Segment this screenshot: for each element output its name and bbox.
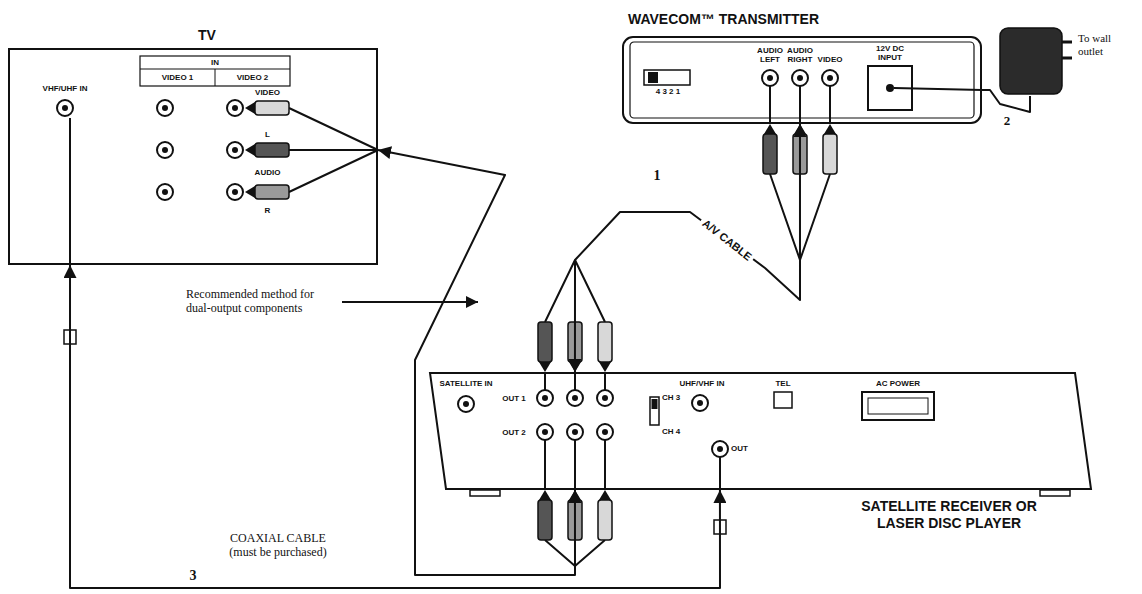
channel-switch [650, 397, 659, 425]
receiver-box: SATELLITE RECEIVER OR LASER DISC PLAYER [428, 372, 1093, 490]
plug-label: R [245, 206, 290, 215]
rca-plug [763, 124, 777, 174]
rca-plug [538, 490, 552, 540]
rf-jack [57, 100, 73, 116]
rca-plug [823, 124, 837, 174]
cable [575, 124, 800, 372]
rca-jack [597, 424, 613, 440]
port-label: AC POWER [858, 379, 938, 388]
node-outline [8, 48, 378, 265]
pointer-arrow [342, 301, 478, 303]
power-socket-inner [868, 398, 928, 414]
adapter-prong [1062, 42, 1072, 58]
plug-label: L [245, 130, 290, 139]
tv-panel: TV [8, 48, 378, 265]
receiver-outline [430, 373, 1091, 489]
rca-plug [245, 185, 289, 199]
input-panel [140, 56, 290, 86]
rf-jack [692, 395, 708, 411]
port-label: AUDIO LEFT [756, 46, 784, 64]
switch-label: 4 3 2 1 [644, 87, 692, 96]
rca-jack [227, 100, 243, 116]
coax-stub [69, 118, 71, 265]
node-outline [998, 26, 1064, 96]
rca-jack [157, 184, 173, 200]
cable-label: COAXIAL CABLE (must be purchased) [222, 532, 334, 560]
port-label: VHF/UHF IN [35, 84, 95, 93]
port-label: 12V DC INPUT [866, 44, 914, 62]
port-label: TEL [768, 379, 798, 388]
receiver-foot [1040, 490, 1070, 496]
callout-number: 1 [650, 168, 664, 184]
rca-jack [227, 184, 243, 200]
panel-header: VIDEO 2 [215, 73, 290, 82]
rca-plug [598, 322, 612, 372]
rca-plug [598, 490, 612, 540]
transmitter-outline [623, 37, 981, 123]
rca-plug [245, 143, 289, 157]
cable [378, 150, 575, 575]
rca-jack [597, 390, 613, 406]
channel-switch [644, 70, 690, 85]
callout-number: 2 [1000, 114, 1014, 129]
rca-jack [157, 142, 173, 158]
cable [70, 265, 720, 588]
callout-number: 3 [186, 568, 200, 584]
node-outline [428, 372, 1093, 490]
switch-label: CH 3 [662, 393, 690, 402]
plug-stub [545, 372, 605, 490]
rca-plug [245, 101, 289, 115]
dc-jack-pin [886, 84, 894, 92]
plug-label: AUDIO [245, 168, 290, 177]
node-title: TV [192, 27, 222, 44]
rca-jack [567, 424, 583, 440]
plug-label: VIDEO [245, 88, 290, 97]
port-label: OUT 2 [498, 428, 530, 437]
port-label: VIDEO [814, 55, 846, 64]
receiver-foot [470, 490, 500, 496]
cable-label: A/V CABLE [697, 215, 756, 265]
rca-jack [537, 390, 553, 406]
rca-jack [227, 142, 243, 158]
node-title: SATELLITE RECEIVER OR LASER DISC PLAYER [843, 498, 1055, 532]
power-adapter: To wall outlet [998, 26, 1064, 96]
port-label: UHF/VHF IN [674, 379, 730, 388]
port-label: OUT [731, 444, 757, 453]
tel-jack [774, 392, 792, 408]
panel-rule [215, 69, 216, 86]
tv-outline [9, 49, 377, 264]
rca-jack [537, 424, 553, 440]
port-label: SATELLITE IN [432, 379, 500, 388]
dc-cable-stub [894, 88, 982, 90]
cable-fan [289, 108, 378, 192]
rf-jack [712, 441, 728, 457]
note: Recommended method for dual-output compo… [186, 288, 338, 316]
coax-stub [719, 456, 721, 490]
power-socket [862, 392, 934, 420]
port-label: AUDIO RIGHT [786, 46, 814, 64]
node-title: To wall outlet [1078, 32, 1134, 58]
rf-jack [458, 396, 474, 412]
rca-jack [567, 390, 583, 406]
adapter-body [1000, 28, 1062, 94]
node-title: WAVECOM™ TRANSMITTER [628, 11, 928, 28]
rca-jack [157, 100, 173, 116]
node-outline [622, 36, 982, 124]
rca-jack [792, 70, 808, 86]
switch-slider [652, 399, 658, 409]
switch-slider [648, 72, 658, 83]
switch-label: CH 4 [662, 427, 690, 436]
transmitter-box: WAVECOM™ TRANSMITTER [622, 36, 982, 124]
rca-jack [822, 70, 838, 86]
port-label: OUT 1 [498, 394, 530, 403]
rca-jack [762, 70, 778, 86]
rca-plug [538, 322, 552, 372]
panel-header: VIDEO 1 [140, 73, 215, 82]
panel-header: IN [140, 58, 290, 67]
transmitter-panel [630, 42, 974, 118]
